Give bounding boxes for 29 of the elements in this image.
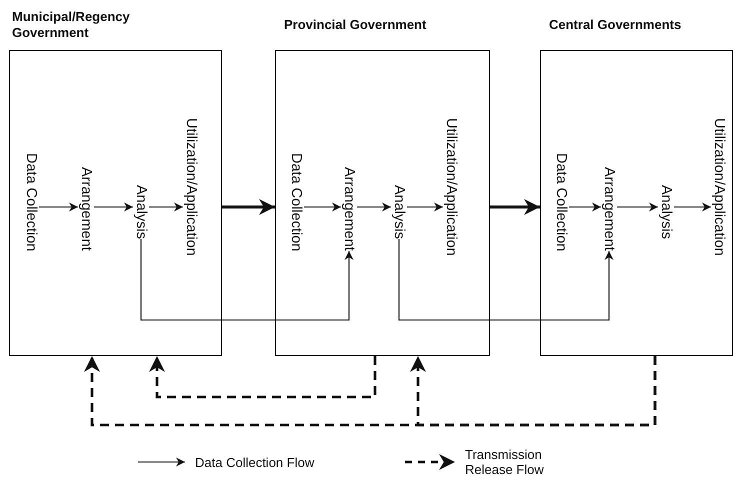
arrow (357, 202, 391, 212)
arrow (398, 239, 614, 321)
box-heading: Municipal/Regency Government (12, 9, 131, 41)
arrow (39, 202, 78, 212)
arrow (407, 202, 443, 212)
arrow (674, 202, 711, 212)
process-label: Analysis (658, 185, 674, 239)
process-label: Analysis (133, 185, 149, 239)
box-heading: Provincial Government (284, 17, 428, 33)
arrow (140, 239, 354, 321)
legend-label: Transmission Release Flow (465, 447, 545, 477)
arrow (490, 199, 540, 215)
arrow (617, 202, 658, 212)
arrow (222, 199, 275, 215)
process-label: Arrangement (341, 167, 357, 251)
arrow (149, 202, 183, 212)
box-heading: Central Governments (549, 17, 682, 33)
arrow (410, 356, 656, 426)
process-label: Analysis (391, 185, 407, 239)
process-label: Utilization/Application (443, 118, 459, 256)
arrow (94, 202, 133, 212)
arrow (569, 202, 601, 212)
arrow (149, 356, 376, 398)
process-label: Utilization/Application (711, 118, 727, 256)
process-label: Arrangement (78, 167, 94, 251)
process-label: Arrangement (601, 167, 617, 251)
legend-label: Data Collection Flow (195, 455, 316, 470)
arrow (304, 202, 341, 212)
process-label: Utilization/Application (183, 118, 199, 256)
